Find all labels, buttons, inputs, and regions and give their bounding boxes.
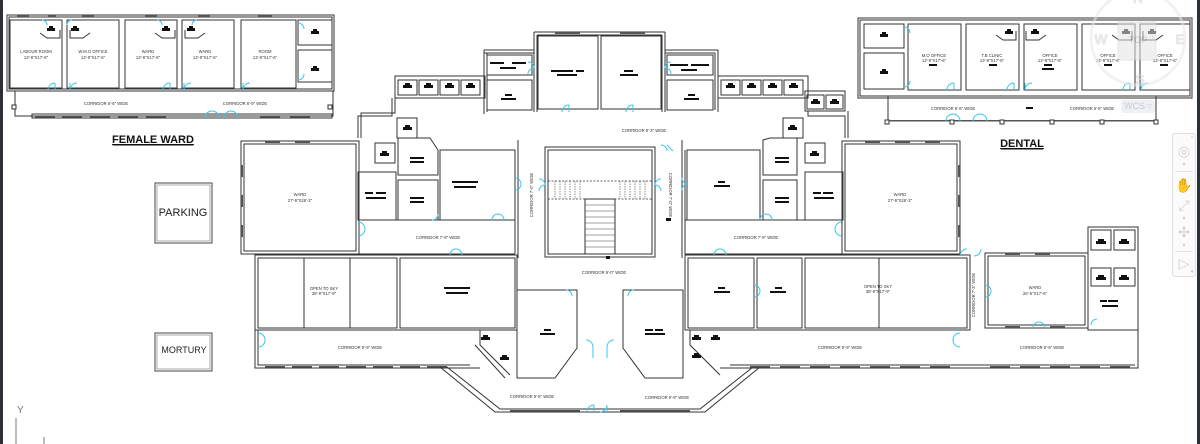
room-room-size: 13'-9"X17'-6": [253, 55, 278, 60]
wcs-label: WCS: [1124, 101, 1145, 111]
right-vertical-corridor-label: CORRIDOR 7'-0" WIDE: [668, 173, 673, 218]
female-corridor-2-label: CORRIDOR 6'-9" WIDE: [223, 101, 268, 106]
room-office-1-label: OFFICE: [1042, 53, 1058, 58]
right-ward-size: 27'-6"X26'-3": [888, 198, 913, 203]
left-vertical-corridor-label: CORRIDOR 7'-0" WIDE: [529, 173, 534, 218]
close-icon[interactable]: ×: [1190, 135, 1194, 141]
chevron-down-icon: ▽: [1147, 104, 1152, 110]
room-office-1-size: 13'-9"X17'-6": [1038, 58, 1063, 63]
room-tb-clinic-label: T.B CLINIC: [982, 53, 1003, 58]
chevron-down-icon[interactable]: ▾: [1182, 216, 1186, 222]
dental-corridor-1-label: CORRIDOR 6'-6" WIDE: [931, 106, 976, 111]
viewcube[interactable]: N W E S TOP: [1089, 0, 1187, 88]
navigation-bar[interactable]: × ◎ ▾ ✋ ⤢ ▾ ✣ ▾ ▷ ●: [1172, 133, 1196, 277]
room-office-2-label: OFFICE: [1100, 53, 1116, 58]
far-right-corridor-label: CORRIDOR 9'-9" WIDE: [1020, 345, 1065, 350]
left-corridor-label: CORRIDOR 7'-9" WIDE: [416, 235, 461, 240]
left-ward-size: 27'-6"X26'-3": [288, 198, 313, 203]
center-corridor-label: CORRIDOR 9'-0" WIDE: [582, 270, 627, 275]
parking-label: PARKING: [159, 207, 208, 219]
chevron-down-icon[interactable]: ▾: [1182, 162, 1186, 168]
wcs-menu[interactable]: WCS▽: [1121, 100, 1155, 113]
left-ward-label: WARD: [294, 192, 307, 197]
viewcube-north[interactable]: N: [1133, 0, 1144, 6]
female-corridor-1-label: CORRIDOR 6'-6" WIDE: [84, 101, 129, 106]
top-corridor-label: CORRIDOR 8'-3" WIDE: [622, 128, 667, 133]
chevron-down-icon[interactable]: ▾: [1182, 243, 1186, 249]
bottom-right-corridor-label: CORRIDOR 9'-9" WIDE: [818, 345, 863, 350]
pan-hand-icon[interactable]: ✋: [1175, 177, 1193, 193]
mortury-label: MORTURY: [161, 345, 206, 355]
zoom-extents-icon[interactable]: ⤢: [1178, 197, 1190, 213]
room-labour-room-size: 13'-9"X17'-6": [24, 55, 49, 60]
showmotion-icon[interactable]: ▷: [1178, 255, 1190, 271]
left-open-sky-label: OPEN TO SKY: [310, 286, 338, 291]
room-wmo-office-size: 13'-9"X17'-6": [81, 55, 106, 60]
right-open-sky-size: 38'-9"X17'-9": [866, 289, 891, 294]
room-ward-2-label: WARD: [199, 49, 212, 54]
female-ward-title: FEMALE WARD: [112, 134, 194, 146]
viewport-right-border: [1197, 0, 1200, 444]
room-office-2-size: 13'-9"X17'-6": [1096, 58, 1121, 63]
room-ward-1-size: 13'-9"X17'-6": [136, 55, 161, 60]
right-ward-label: WARD: [894, 192, 907, 197]
far-right-vertical-corridor-label: CORRIDOR 7'-3" WIDE: [971, 273, 976, 318]
ucs-y-label: Y: [17, 405, 24, 416]
room-tb-clinic-size: 13'-9"X17'-6": [980, 58, 1005, 63]
dental-title: DENTAL: [1000, 138, 1044, 150]
viewcube-west[interactable]: W: [1094, 31, 1109, 48]
steering-wheel-icon[interactable]: ◎: [1177, 143, 1191, 159]
mortury-block[interactable]: MORTURY: [154, 332, 213, 372]
left-open-sky-size: 38'-9"X17'-9": [312, 291, 337, 296]
room-office-3-size: 13'-9"X17'-6": [1153, 58, 1178, 63]
bottom-left-corridor-label: CORRIDOR 9'-9" WIDE: [338, 345, 383, 350]
room-mo-office-label: M.O OFFICE: [922, 53, 947, 58]
room-ward-2-size: 13'-9"X17'-6": [193, 55, 218, 60]
front-left-corridor-label: CORRIDOR 9'-6" WIDE: [510, 394, 555, 399]
female-ward-wing: LABOUR ROOM 13'-9"X17'-6" W.M.O OFFICE 1…: [6, 14, 335, 119]
far-right-ward-size: 26'-6"X17'-6": [1023, 291, 1048, 296]
front-right-corridor-label: CORRIDOR 9'-9" WIDE: [645, 395, 690, 400]
room-wmo-office-label: W.M.O OFFICE: [78, 49, 108, 54]
dental-corridor-2-label: CORRIDOR 6'-6" WIDE: [1070, 106, 1115, 111]
right-corridor-label: CORRIDOR 7'-9" WIDE: [734, 235, 779, 240]
right-open-sky-label: OPEN TO SKY: [864, 284, 892, 289]
viewcube-top-face[interactable]: TOP: [1129, 35, 1147, 45]
parking-block[interactable]: PARKING: [154, 182, 213, 244]
far-right-ward-label: WARD: [1029, 285, 1042, 290]
room-room-label: ROOM: [258, 49, 272, 54]
ucs-icon: Y: [15, 405, 45, 444]
main-hospital-block: CORRIDOR 8'-3" WIDE WARD 27'-6"X26'-3" C…: [240, 31, 1139, 413]
dental-wing: M.O OFFICE 13'-9"X17'-6" T.B CLINIC 13'-…: [857, 17, 1193, 125]
orbit-icon[interactable]: ✣: [1178, 224, 1190, 240]
viewport-left-border: [0, 0, 3, 444]
room-office-3-label: OFFICE: [1157, 53, 1173, 58]
grip-icon[interactable]: ●: [1190, 269, 1194, 275]
room-labour-room-label: LABOUR ROOM: [20, 49, 52, 54]
room-ward-1-label: WARD: [142, 49, 155, 54]
viewcube-south[interactable]: S: [1135, 71, 1145, 88]
viewcube-east[interactable]: E: [1175, 31, 1185, 48]
room-mo-office-size: 13'-9"X17'-6": [922, 58, 947, 63]
